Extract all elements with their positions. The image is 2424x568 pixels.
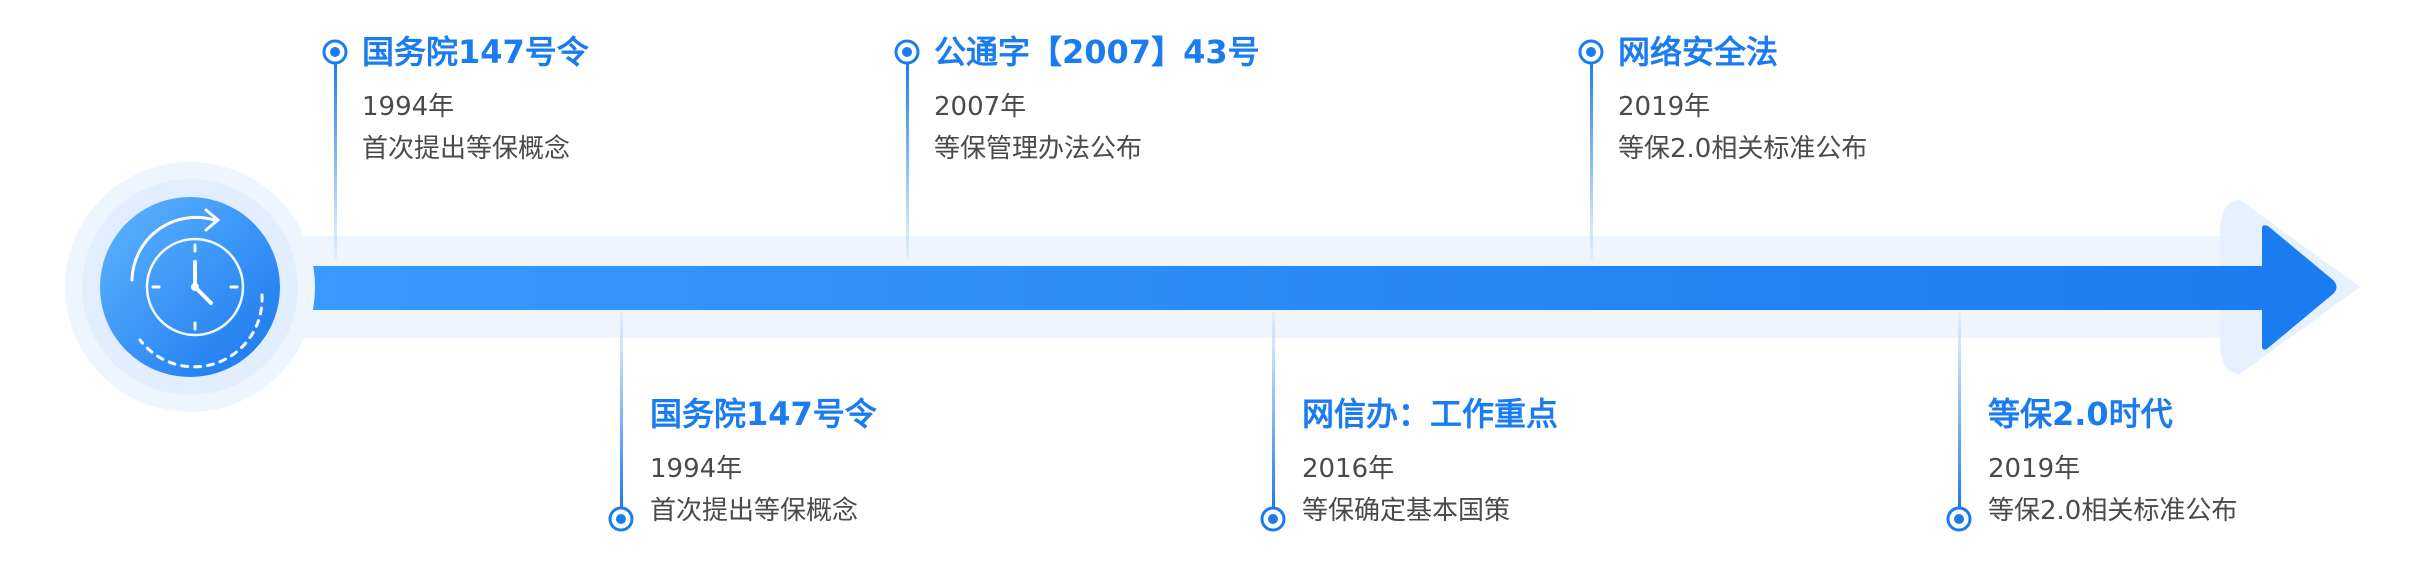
start-circle <box>65 162 315 412</box>
timeline-event-top-3: 网络安全法 2019年 等保2.0相关标准公布 <box>1618 32 1867 166</box>
timeline-event-bottom-1: 国务院147号令 1994年 首次提出等保概念 <box>650 394 877 528</box>
timeline-arrow-head <box>2262 225 2337 350</box>
event-title: 国务院147号令 <box>362 33 589 71</box>
event-year: 1994年 <box>650 454 743 484</box>
event-description: 等保确定基本国策 <box>1302 496 1511 526</box>
clock-refresh-icon <box>130 208 264 369</box>
stem-line <box>906 60 909 260</box>
event-title: 国务院147号令 <box>650 395 877 433</box>
timeline-event-top-1: 国务院147号令 1994年 首次提出等保概念 <box>362 32 589 166</box>
event-year: 2016年 <box>1302 454 1395 484</box>
event-year: 2007年 <box>934 92 1027 122</box>
timeline-event-top-2: 公通字【2007】43号 2007年 等保管理办法公布 <box>934 32 1260 166</box>
timeline-arrow-shaft <box>180 266 2290 310</box>
stem-line <box>334 60 337 260</box>
event-title: 公通字【2007】43号 <box>934 33 1260 71</box>
event-year: 2019年 <box>1618 92 1711 122</box>
event-year: 2019年 <box>1988 454 2081 484</box>
event-year: 1994年 <box>362 92 455 122</box>
stem-line <box>1272 312 1275 508</box>
event-description: 等保2.0相关标准公布 <box>1618 134 1868 164</box>
timeline-event-bottom-3: 等保2.0时代 2019年 等保2.0相关标准公布 <box>1988 394 2237 528</box>
event-title: 网信办：工作重点 <box>1302 395 1559 433</box>
bottom-markers <box>608 312 1972 532</box>
top-markers <box>322 39 1604 260</box>
event-title: 等保2.0时代 <box>1988 395 2173 433</box>
stem-line <box>620 312 623 508</box>
event-title: 网络安全法 <box>1618 33 1779 71</box>
event-description: 等保管理办法公布 <box>934 134 1143 164</box>
event-description: 首次提出等保概念 <box>362 134 571 164</box>
event-description: 等保2.0相关标准公布 <box>1988 496 2238 526</box>
event-description: 首次提出等保概念 <box>650 496 859 526</box>
stem-line <box>1958 312 1961 508</box>
timeline-event-bottom-2: 网信办：工作重点 2016年 等保确定基本国策 <box>1302 394 1558 528</box>
stem-line <box>1590 60 1593 260</box>
